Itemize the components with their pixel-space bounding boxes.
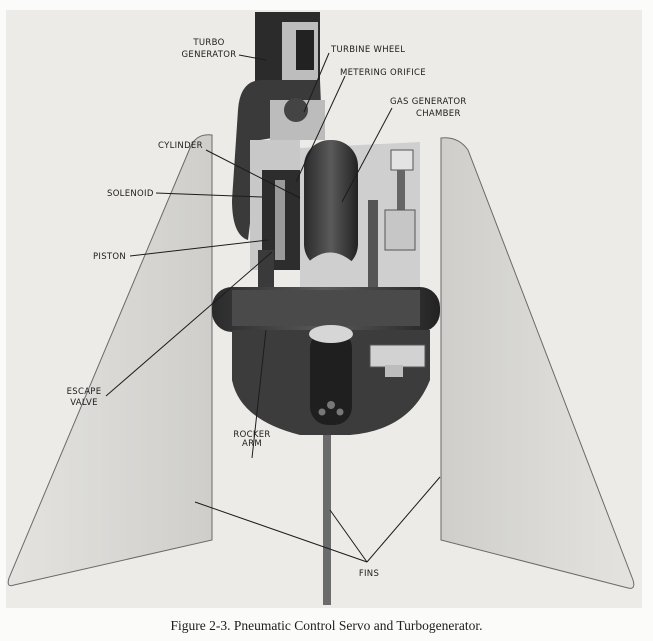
- label-turbo-generator-2: GENERATOR: [182, 50, 237, 60]
- callout-leaders: [105, 52, 441, 563]
- label-cylinder: CYLINDER: [158, 141, 203, 151]
- label-rocker-arm-1: ROCKER: [233, 430, 270, 440]
- servo-housing: [212, 12, 440, 435]
- label-turbo-generator-1: TURBO: [192, 38, 224, 48]
- label-solenoid: SOLENOID: [107, 189, 154, 199]
- actuator-rod: [323, 420, 331, 605]
- label-escape-valve-1: ESCAPE: [67, 387, 102, 397]
- label-gas-generator-1: GAS GENERATOR: [390, 97, 467, 107]
- right-fin: [440, 137, 635, 589]
- label-fins: FINS: [359, 569, 379, 579]
- label-piston: PISTON: [93, 252, 126, 262]
- label-turbine-wheel: TURBINE WHEEL: [330, 45, 405, 55]
- label-gas-generator-2: CHAMBER: [416, 109, 461, 119]
- label-escape-valve-2: VALVE: [70, 398, 98, 408]
- figure-caption: Figure 2-3. Pneumatic Control Servo and …: [170, 618, 483, 633]
- label-rocker-arm-2: ARM: [242, 439, 262, 449]
- label-metering-orifice: METERING ORIFICE: [340, 68, 426, 78]
- left-fin: [7, 134, 213, 587]
